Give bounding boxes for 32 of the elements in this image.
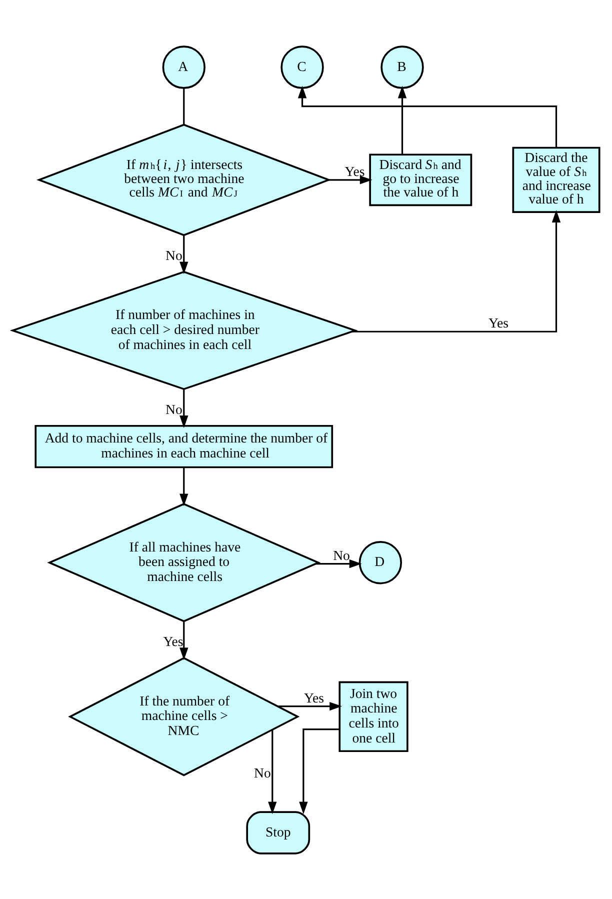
node-circle: C (280, 45, 324, 88)
node-diamond: If all machines have been assigned to machine cells (47, 502, 321, 622)
connector (183, 88, 185, 124)
node-box: Stop (246, 810, 310, 854)
arrow (180, 620, 188, 660)
arrow (328, 175, 372, 184)
node-diamond: If mh{i, j} intersects between two machine cells MCI and MCJ (36, 123, 332, 236)
arrow (278, 701, 342, 710)
edge-label: No (166, 247, 182, 262)
edge-label: Yes (163, 633, 184, 648)
node-circle: D (358, 540, 402, 584)
node-circle: A (162, 45, 206, 88)
arrow (180, 388, 188, 428)
node-box: Add to machine cells, and determine the number of machines in each machine cell (34, 424, 334, 468)
edge-label: Yes (344, 164, 365, 179)
arrow (352, 210, 561, 332)
node-circle: B (380, 45, 424, 88)
arrow (299, 728, 340, 814)
node-box: Discard the value of Sh and increase value of h (512, 146, 600, 213)
arrow (180, 466, 188, 506)
edge-label: Yes (304, 690, 324, 705)
edge-label: Yes (488, 315, 509, 330)
node-box: Join two machine cells into one cell (338, 680, 408, 752)
node-diamond: If number of machines in each cell > desired number of machines in each cell (10, 270, 358, 390)
edge-label: No (333, 547, 350, 562)
arrow (180, 234, 188, 274)
arrow (398, 85, 407, 154)
edge-label: No (166, 401, 182, 416)
node-box: Discard Sh and go to increase the value of h (369, 153, 472, 206)
arrow (316, 558, 362, 568)
arrow (268, 729, 277, 814)
arrow (298, 85, 558, 147)
